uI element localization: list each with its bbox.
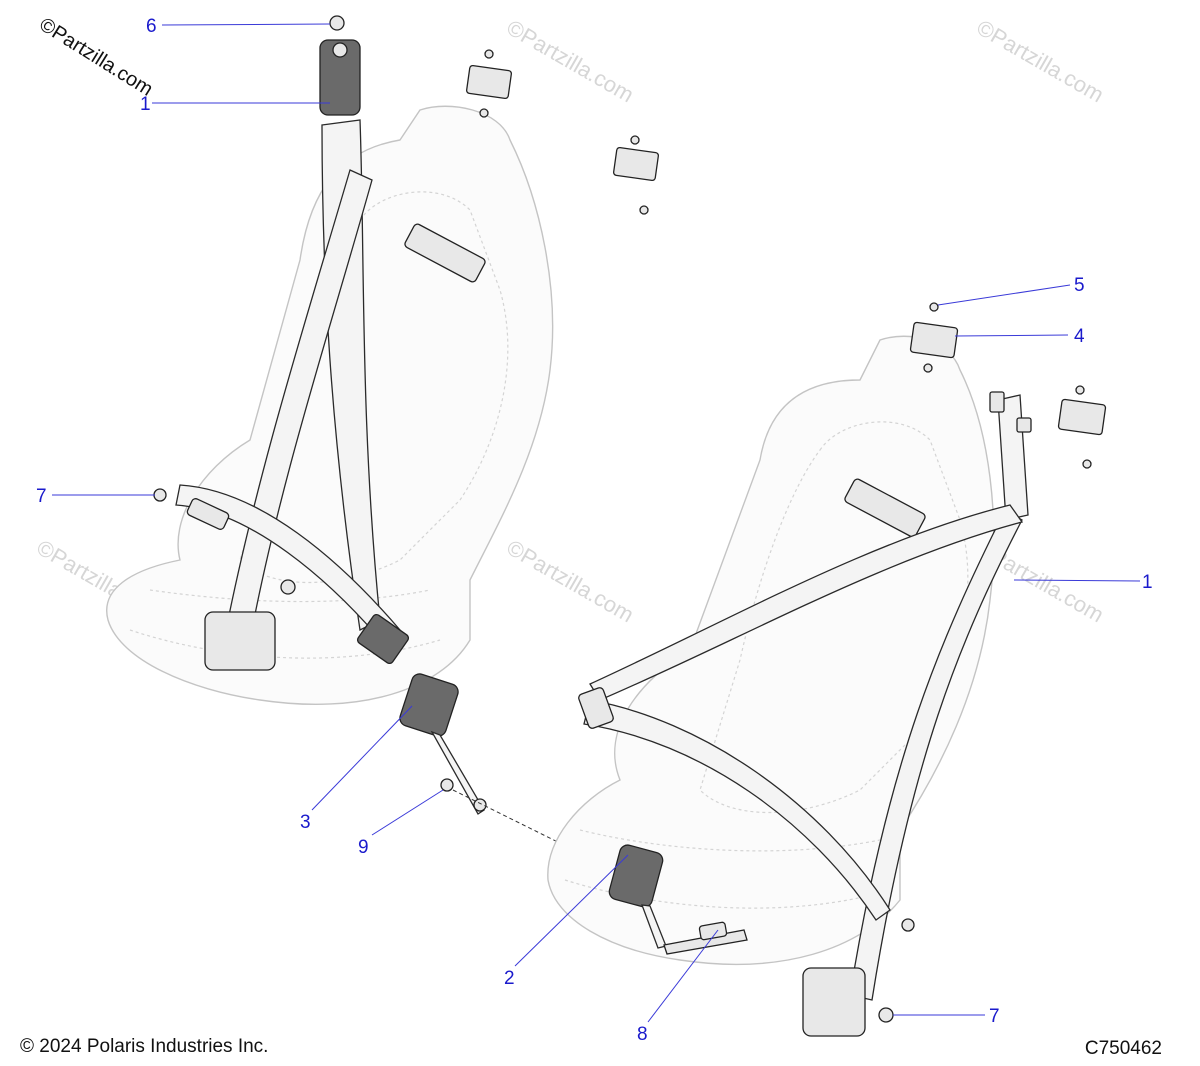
callout-7-left: 7: [36, 486, 47, 507]
right-brackets: [909, 302, 1107, 469]
polaris-logo-badge-left: [404, 223, 486, 283]
callout-3: 3: [300, 812, 311, 833]
callout-7-right: 7: [989, 1006, 1000, 1027]
leader-6: [161, 23, 331, 26]
callout-8: 8: [637, 1024, 648, 1045]
right-seat-belt: [578, 391, 1032, 1037]
screw-5: [929, 302, 939, 312]
leader-2: [514, 854, 629, 967]
watermark-top-center: ©Partzilla.com: [503, 15, 639, 108]
leader-3: [311, 705, 413, 811]
anchor-plate-top-left: [319, 39, 361, 116]
callout-labels: 6 1 5 4 7 1 3 9 2 8 7: [36, 16, 1153, 1045]
leader-8: [647, 929, 719, 1023]
polaris-logo-badge-right: [844, 478, 926, 538]
callout-2: 2: [504, 968, 515, 989]
bracket-4: [909, 321, 959, 359]
callout-1-left: 1: [140, 94, 151, 115]
leader-5: [937, 284, 1071, 306]
buckle-left: [399, 673, 459, 737]
callout-9: 9: [358, 837, 369, 858]
drawing-code: C750462: [1084, 1038, 1162, 1059]
leader-9: [371, 789, 444, 836]
callout-5: 5: [1074, 275, 1085, 296]
watermark-corner: ©Partzilla.com: [35, 14, 156, 101]
retractor-left: [204, 611, 276, 671]
callout-6-top: 6: [146, 16, 157, 37]
callout-4: 4: [1074, 326, 1085, 347]
left-seat: [106, 105, 554, 706]
watermark-mid-center: ©Partzilla.com: [503, 535, 639, 628]
leader-lines: [52, 23, 1141, 1023]
left-seat-belt: [153, 15, 410, 671]
left-buckle-assembly: [399, 673, 746, 936]
leader-1-right: [1013, 579, 1141, 582]
loose-brackets-top: [465, 49, 660, 215]
callout-1-right: 1: [1142, 572, 1153, 593]
copyright-text: © 2024 Polaris Industries Inc.: [20, 1036, 269, 1057]
retractor-right: [802, 967, 866, 1037]
watermark-top-right: ©Partzilla.com: [973, 15, 1109, 108]
nut-9: [440, 778, 454, 792]
right-seat: [547, 335, 995, 966]
leader-4: [954, 334, 1069, 337]
